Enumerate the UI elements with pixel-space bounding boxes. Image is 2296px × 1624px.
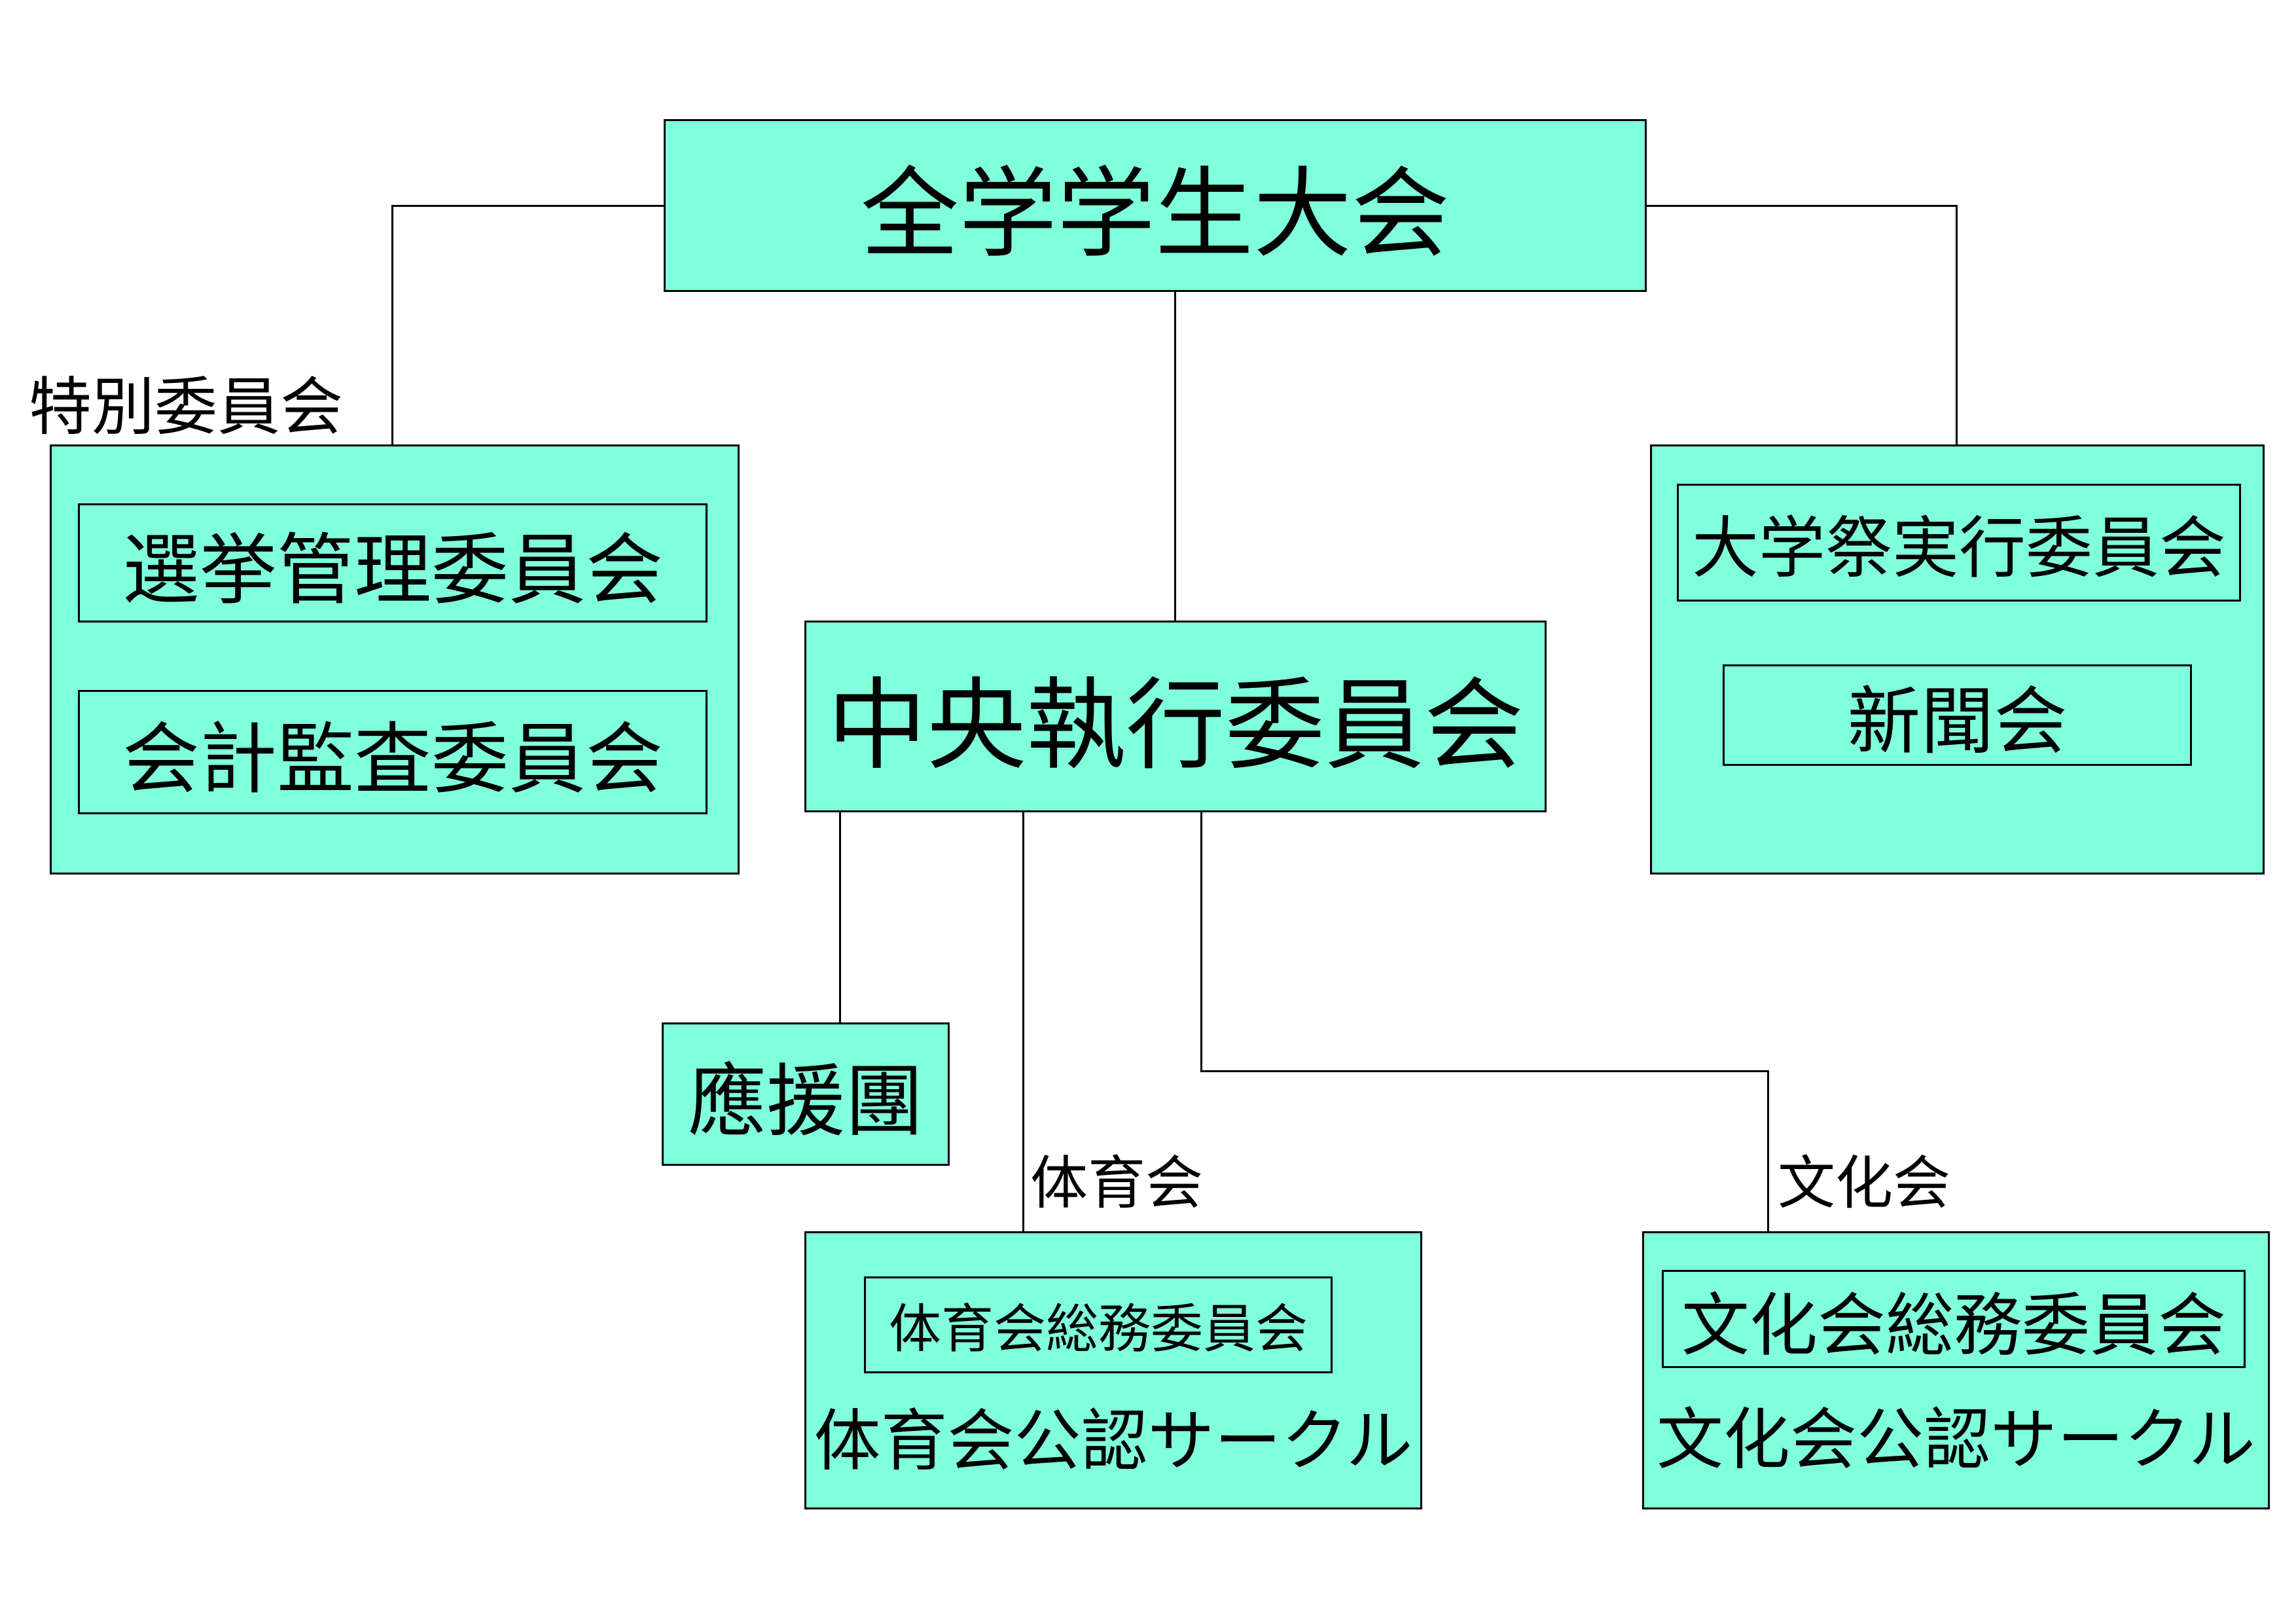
node-cultural: 文化会総務委員会 文化会公認サークル — [1642, 1231, 2270, 1509]
connector-cultural-drop — [1200, 812, 1202, 1072]
connector-assembly-left — [391, 205, 664, 207]
node-election-committee-label: 選挙管理委員会 — [122, 524, 663, 615]
node-special-committees: 選挙管理委員会 会計監査委員会 — [50, 444, 740, 875]
connector-athletic — [1022, 812, 1024, 1233]
node-election-committee: 選挙管理委員会 — [78, 503, 708, 623]
node-newspaper: 新聞会 — [1723, 664, 2192, 766]
connector-assembly-right — [1647, 205, 1958, 207]
athletic-circles-label: 体育会公認サークル — [814, 1402, 1413, 1481]
node-athletic: 体育会総務委員会 体育会公認サークル — [804, 1231, 1422, 1509]
cultural-circles-row: 文化会公認サークル — [1644, 1392, 2268, 1479]
node-audit-committee: 会計監査委員会 — [78, 690, 708, 814]
connector-cheer — [839, 812, 841, 1024]
node-audit-committee-label: 会計監査委員会 — [122, 713, 663, 804]
node-cheer-squad-label: 應援團 — [688, 1056, 924, 1147]
node-festival-committee: 大学祭実行委員会 — [1677, 484, 2241, 602]
cultural-label: 文化会 — [1778, 1149, 1951, 1217]
node-cultural-committee: 文化会総務委員会 — [1662, 1270, 2246, 1368]
special-committees-label: 特別委員会 — [29, 370, 343, 444]
connector-assembly-center — [1174, 290, 1176, 623]
node-central-executive-label: 中央執行委員会 — [827, 667, 1524, 784]
node-cultural-committee-label: 文化会総務委員会 — [1681, 1285, 2226, 1365]
connector-left-drop — [391, 205, 393, 446]
node-general-assembly: 全学学生大会 — [664, 119, 1647, 292]
connector-cultural — [1767, 1070, 1769, 1233]
cultural-circles-label: 文化会公認サークル — [1657, 1401, 2255, 1479]
node-right-group: 大学祭実行委員会 新聞会 — [1650, 444, 2265, 875]
connector-right-drop — [1956, 205, 1958, 446]
node-athletic-committee-label: 体育会総務委員会 — [889, 1299, 1308, 1360]
node-central-executive: 中央執行委員会 — [804, 621, 1547, 812]
node-athletic-committee: 体育会総務委員会 — [864, 1276, 1333, 1373]
connector-cultural-horizontal — [1200, 1070, 1769, 1072]
node-general-assembly-label: 全学学生大会 — [860, 157, 1450, 272]
athletic-label: 体育会 — [1030, 1149, 1204, 1217]
node-newspaper-label: 新聞会 — [1847, 679, 2068, 765]
node-cheer-squad: 應援團 — [662, 1022, 950, 1166]
athletic-circles-row: 体育会公認サークル — [806, 1393, 1420, 1481]
node-festival-committee-label: 大学祭実行委員会 — [1692, 509, 2226, 588]
